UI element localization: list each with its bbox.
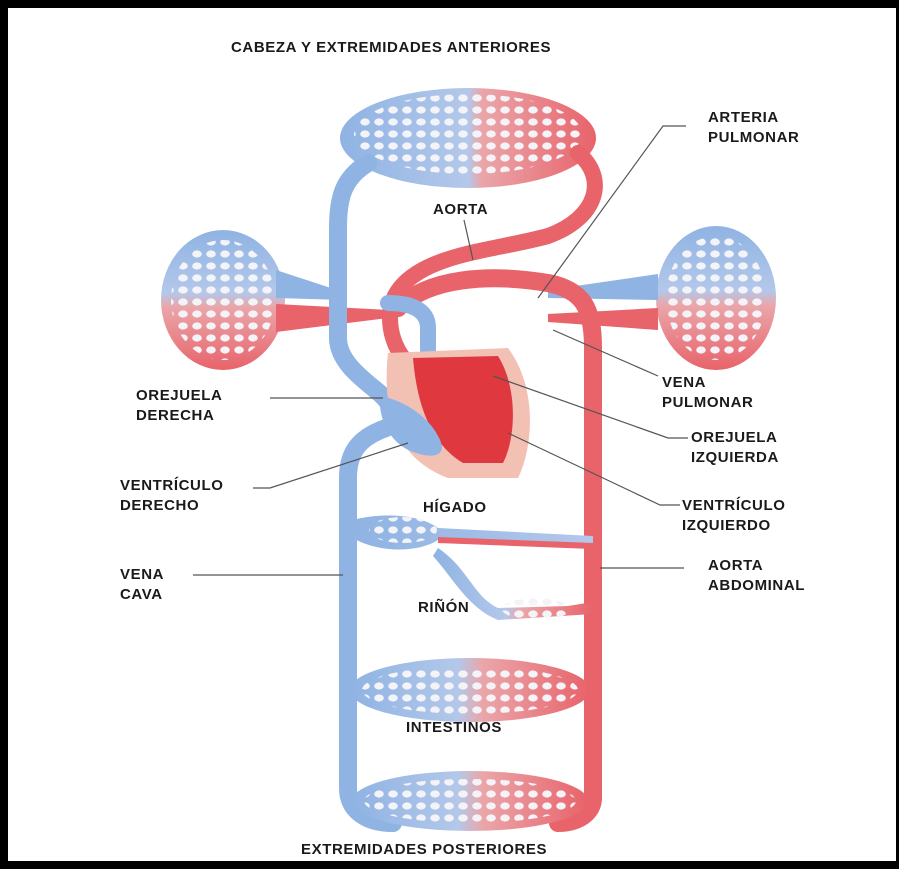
label-arteria-pulmonar-line1: ARTERIA: [708, 108, 799, 128]
label-orejuela-derecha: OREJUELA DERECHA: [136, 386, 222, 426]
head-capillary-bed: [340, 88, 596, 188]
label-vena-pulmonar: VENA PULMONAR: [662, 373, 753, 413]
leader-ventriculo-derecho: [253, 443, 408, 488]
label-ventriculo-derecho-line2: DERECHO: [120, 496, 224, 516]
label-aorta-abdominal-line1: AORTA: [708, 556, 805, 576]
label-ventriculo-izquierdo-line1: VENTRÍCULO: [682, 496, 786, 516]
hindlimb-capillary-bed: [352, 771, 588, 831]
label-vena-pulmonar-line2: PULMONAR: [662, 393, 753, 413]
label-aorta: AORTA: [433, 200, 488, 220]
label-ventriculo-derecho: VENTRÍCULO DERECHO: [120, 476, 224, 516]
label-aorta-abdominal-line2: ABDOMINAL: [708, 576, 805, 596]
label-vena-cava-line2: CAVA: [120, 585, 164, 605]
label-rinon: RIÑÓN: [418, 598, 469, 618]
label-orejuela-izquierda: OREJUELA IZQUIERDA: [691, 428, 779, 468]
liver-capillary-bed: [353, 515, 593, 549]
vena-cava-vessel: [338, 163, 393, 823]
label-orejuela-derecha-line1: OREJUELA: [136, 386, 222, 406]
label-arteria-pulmonar: ARTERIA PULMONAR: [708, 108, 799, 148]
label-arteria-pulmonar-line2: PULMONAR: [708, 128, 799, 148]
label-ventriculo-izquierdo-line2: IZQUIERDO: [682, 516, 786, 536]
label-vena-cava-line1: VENA: [120, 565, 164, 585]
label-ventriculo-derecho-line1: VENTRÍCULO: [120, 476, 224, 496]
label-orejuela-izquierda-line1: OREJUELA: [691, 428, 779, 448]
label-orejuela-derecha-line2: DERECHA: [136, 406, 222, 426]
label-ventriculo-izquierdo: VENTRÍCULO IZQUIERDO: [682, 496, 786, 536]
heart: [380, 348, 530, 478]
leader-vena-pulmonar: [553, 330, 658, 376]
label-vena-pulmonar-line1: VENA: [662, 373, 753, 393]
label-aorta-abdominal: AORTA ABDOMINAL: [708, 556, 805, 596]
label-orejuela-izquierda-line2: IZQUIERDA: [691, 448, 779, 468]
title-bottom: EXTREMIDADES POSTERIORES: [301, 840, 547, 860]
intestine-capillary-bed: [350, 658, 590, 722]
label-vena-cava: VENA CAVA: [120, 565, 164, 605]
label-higado: HÍGADO: [423, 498, 487, 518]
title-top: CABEZA Y EXTREMIDADES ANTERIORES: [231, 38, 551, 58]
label-intestinos: INTESTINOS: [406, 718, 502, 738]
left-lung-capillary-bed: [161, 230, 388, 370]
